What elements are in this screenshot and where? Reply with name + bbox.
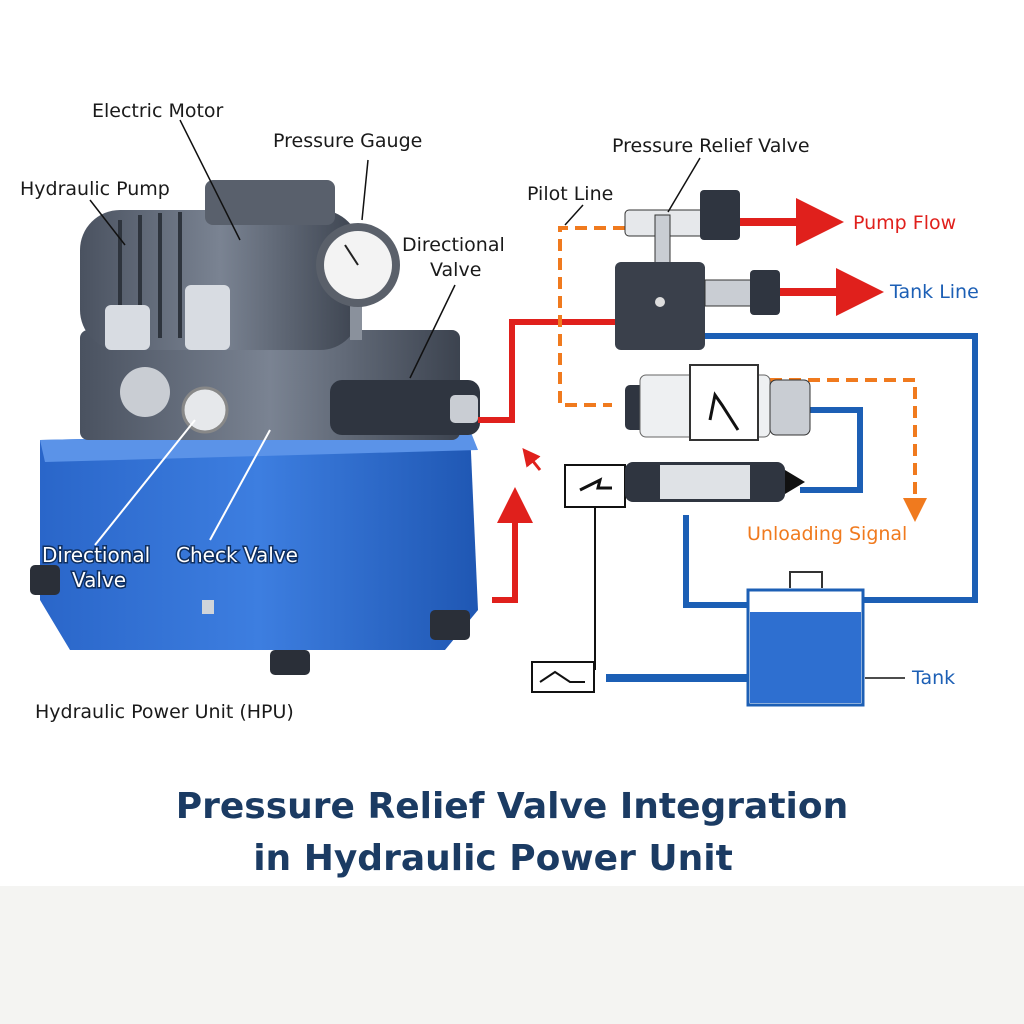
- title-line-2: in Hydraulic Power Unit: [253, 838, 733, 879]
- label-directional-valve-top-2: Valve: [430, 259, 481, 281]
- directional-valve-body: [330, 380, 480, 435]
- label-directional-valve-top: Directional: [402, 234, 505, 256]
- label-directional-valve-bottom-2: Valve: [72, 568, 126, 592]
- leader-lines: [89, 119, 456, 379]
- title-line-1: Pressure Relief Valve Integration: [176, 786, 849, 827]
- hydraulic-schematic: Pressure Relief Valve Pilot Line Pump Fl…: [478, 135, 979, 707]
- footer-band: [0, 886, 1024, 1024]
- label-tank: Tank: [911, 667, 955, 689]
- reservoir-symbol: [746, 571, 865, 707]
- pressure-lines: [478, 198, 884, 603]
- label-electric-motor: Electric Motor: [92, 100, 224, 122]
- label-unloading-signal: Unloading Signal: [747, 523, 907, 545]
- manifold-block: [615, 262, 780, 350]
- label-hydraulic-pump: Hydraulic Pump: [20, 178, 170, 200]
- unloading-valve: [625, 364, 811, 441]
- pressure-gauge: [316, 223, 400, 340]
- label-pilot-line: Pilot Line: [527, 183, 613, 205]
- label-pump-flow: Pump Flow: [853, 212, 956, 234]
- schematic-leaders: [564, 157, 905, 679]
- hydraulic-power-unit: Electric Motor Pressure Gauge Hydraulic …: [20, 100, 505, 723]
- label-pressure-relief-valve: Pressure Relief Valve: [612, 135, 810, 157]
- tank-lines: [606, 333, 978, 682]
- hydraulic-pump: [105, 285, 230, 417]
- solenoid-valve: [531, 462, 805, 693]
- pressure-relief-valve: [624, 190, 740, 266]
- pilot-lines: [558, 226, 927, 522]
- hpu-caption: Hydraulic Power Unit (HPU): [35, 701, 294, 723]
- leader-lines-white: [94, 419, 271, 546]
- label-check-valve: Check Valve: [176, 543, 298, 567]
- label-pressure-gauge: Pressure Gauge: [273, 130, 422, 152]
- label-tank-line: Tank Line: [889, 281, 979, 303]
- label-directional-valve-bottom: Directional: [42, 543, 150, 567]
